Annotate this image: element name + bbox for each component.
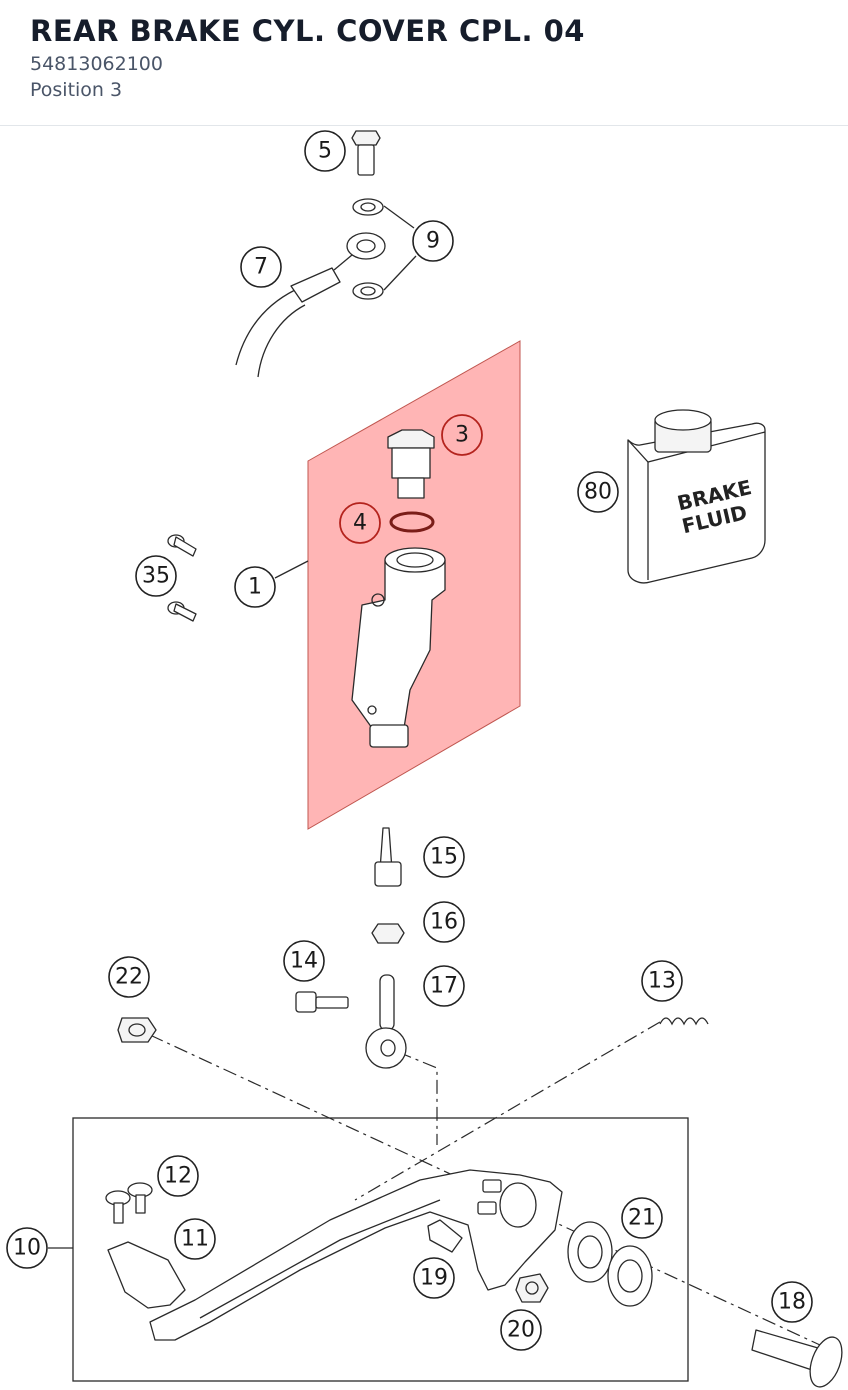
callout-22[interactable]: 22 <box>108 956 150 998</box>
part-header: REAR BRAKE CYL. COVER CPL. 04 5481306210… <box>0 0 848 126</box>
svg-text:14: 14 <box>290 949 318 974</box>
callout-9[interactable]: 9 <box>412 220 454 262</box>
svg-text:16: 16 <box>430 910 458 935</box>
svg-text:5: 5 <box>318 139 332 164</box>
exploded-parts-diagram: BRAKE FLUID <box>6 130 848 1390</box>
part-number: 54813062100 <box>30 53 163 75</box>
fork-bolt-part[interactable] <box>295 991 349 1013</box>
svg-text:1: 1 <box>248 575 262 600</box>
callout-16[interactable]: 16 <box>423 901 465 943</box>
callout-13[interactable]: 13 <box>641 960 683 1002</box>
lever-screw-parts[interactable] <box>105 1182 153 1224</box>
callout-12[interactable]: 12 <box>157 1155 199 1197</box>
nut-part[interactable] <box>371 923 405 944</box>
step-plate-part[interactable] <box>107 1241 186 1309</box>
banjo-bolt-part[interactable] <box>351 130 381 176</box>
leader-lines <box>48 205 417 1249</box>
svg-text:11: 11 <box>181 1227 209 1252</box>
lever-assembly-frame <box>72 1117 689 1382</box>
callout-1[interactable]: 1 <box>234 566 276 608</box>
callout-11[interactable]: 11 <box>174 1218 216 1260</box>
callout-17[interactable]: 17 <box>423 965 465 1007</box>
svg-text:15: 15 <box>430 845 458 870</box>
svg-text:21: 21 <box>628 1206 656 1231</box>
o-ring-part[interactable] <box>389 511 435 533</box>
callout-18[interactable]: 18 <box>771 1281 813 1323</box>
svg-text:10: 10 <box>13 1236 41 1261</box>
pivot-pin-part[interactable] <box>751 1329 848 1390</box>
svg-text:3: 3 <box>455 423 469 448</box>
svg-text:80: 80 <box>584 480 612 505</box>
callout-5[interactable]: 5 <box>304 130 346 172</box>
callout-4[interactable]: 4 <box>339 502 381 544</box>
callout-20[interactable]: 20 <box>500 1309 542 1351</box>
callout-7[interactable]: 7 <box>240 246 282 288</box>
svg-text:17: 17 <box>430 974 458 999</box>
small-nut-part[interactable] <box>515 1273 549 1303</box>
part-title: REAR BRAKE CYL. COVER CPL. 04 <box>30 14 585 48</box>
callout-14[interactable]: 14 <box>283 940 325 982</box>
assembly-axis-lines <box>149 1021 821 1346</box>
brake-fluid-can-part[interactable]: BRAKE FLUID <box>627 409 766 584</box>
spring-part[interactable] <box>659 1017 709 1026</box>
cover-cap-part[interactable] <box>387 429 435 499</box>
svg-text:12: 12 <box>164 1164 192 1189</box>
bearing-parts[interactable] <box>567 1221 653 1307</box>
svg-text:7: 7 <box>254 255 268 280</box>
svg-text:19: 19 <box>420 1266 448 1291</box>
push-rod-part[interactable] <box>374 827 402 887</box>
svg-text:13: 13 <box>648 969 676 994</box>
rod-end-part[interactable] <box>365 974 407 1069</box>
lever-pivot-part[interactable] <box>427 1219 463 1253</box>
brake-hose-part[interactable] <box>235 232 386 378</box>
position-label: Position 3 <box>30 79 123 101</box>
master-cylinder-part[interactable] <box>351 547 446 748</box>
callout-15[interactable]: 15 <box>423 836 465 878</box>
callout-80[interactable]: 80 <box>577 471 619 513</box>
screw-parts[interactable] <box>167 534 197 622</box>
callout-10[interactable]: 10 <box>6 1227 48 1269</box>
svg-text:18: 18 <box>778 1290 806 1315</box>
svg-text:9: 9 <box>426 229 440 254</box>
svg-text:22: 22 <box>115 965 143 990</box>
callout-19[interactable]: 19 <box>413 1257 455 1299</box>
svg-text:35: 35 <box>142 564 170 589</box>
callout-3[interactable]: 3 <box>441 414 483 456</box>
callout-35[interactable]: 35 <box>135 555 177 597</box>
collar-nut-part[interactable] <box>117 1017 157 1043</box>
washer-parts[interactable] <box>352 198 384 300</box>
svg-text:20: 20 <box>507 1318 535 1343</box>
callout-21[interactable]: 21 <box>621 1197 663 1239</box>
brake-lever-part[interactable] <box>149 1169 563 1341</box>
svg-text:4: 4 <box>353 511 367 536</box>
